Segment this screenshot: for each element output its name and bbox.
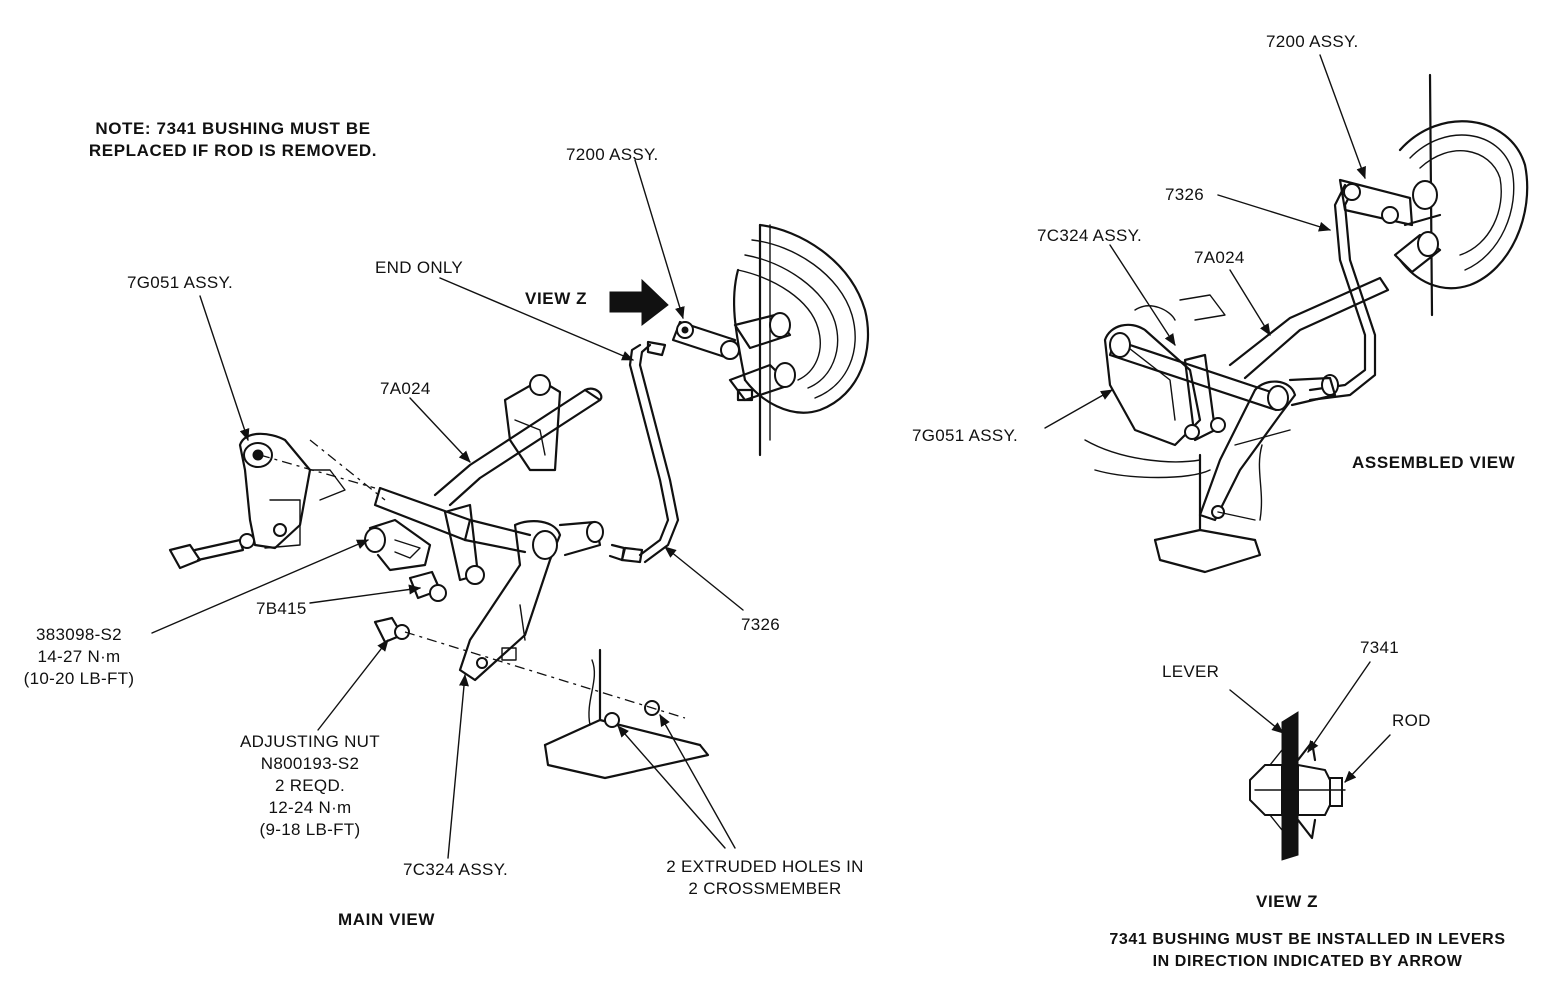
- label-7c324-assy: 7C324 ASSY.: [403, 860, 509, 879]
- crossmember: [543, 648, 710, 780]
- lever-7c324: [458, 520, 604, 682]
- adjusting-nut-line-5: (9-18 LB-FT): [259, 820, 361, 839]
- adjusting-nut-line-3: 2 REQD.: [274, 776, 346, 795]
- view-z-label-rod: ROD: [1392, 711, 1431, 730]
- view-z-label-lever: LEVER: [1162, 662, 1220, 681]
- view-z-arrow-icon: [609, 278, 669, 327]
- view-z-drawing: [1249, 711, 1346, 861]
- adjusting-nut-line-1: ADJUSTING NUT: [240, 732, 380, 751]
- transmission-housing: [728, 223, 870, 457]
- adjusting-nut-line-2: N800193-S2: [260, 754, 360, 773]
- label-end-only: END ONLY: [375, 258, 464, 277]
- view-z-footer-line-1: 7341 BUSHING MUST BE INSTALLED IN LEVERS: [1109, 931, 1506, 948]
- label-extruded-holes: 2 EXTRUDED HOLES IN 2 CROSSMEMBER: [625, 856, 905, 900]
- assembled-crossmember: [1084, 429, 1291, 574]
- centerline: [309, 439, 386, 501]
- note-line-1: NOTE: 7341 BUSHING MUST BE: [95, 119, 371, 138]
- assembled-transmission: [1393, 73, 1529, 317]
- adjusting-nut-part: [373, 616, 410, 644]
- extruded-holes-line-1: 2 EXTRUDED HOLES IN: [666, 857, 864, 876]
- bolt-left: [168, 533, 255, 570]
- centerline: [404, 631, 686, 719]
- view-z-footer: 7341 BUSHING MUST BE INSTALLED IN LEVERS…: [1050, 929, 1565, 973]
- label-view-z-main: VIEW Z: [525, 289, 588, 308]
- label-383098-line-1: 383098-S2: [36, 625, 122, 644]
- label-7326: 7326: [741, 615, 781, 634]
- assembled-label-7g051-assy: 7G051 ASSY.: [912, 426, 1019, 445]
- assembled-view-drawing: [1084, 73, 1529, 574]
- assembled-label-7a024: 7A024: [1194, 248, 1245, 267]
- assembled-7c324: [1183, 353, 1339, 522]
- shaft-7a024: [373, 387, 603, 554]
- upper-link: [671, 320, 740, 360]
- main-view-caption: MAIN VIEW: [338, 910, 436, 929]
- assembled-label-7200-assy: 7200 ASSY.: [1266, 32, 1359, 51]
- label-7a024: 7A024: [380, 379, 431, 398]
- view-z-caption: VIEW Z: [1256, 892, 1319, 911]
- assembled-label-7c324-assy: 7C324 ASSY.: [1037, 226, 1143, 245]
- extruded-holes-line-2: 2 CROSSMEMBER: [688, 879, 842, 898]
- label-7b415: 7B415: [256, 599, 307, 618]
- assembled-7g051: [1103, 294, 1226, 447]
- assembled-view-leaders: [1044, 54, 1366, 429]
- bracket-7g051: [238, 432, 346, 550]
- label-383098-line-3: (10-20 LB-FT): [23, 669, 135, 688]
- assembled-7a024: [1108, 276, 1390, 412]
- label-7200-assy: 7200 ASSY.: [566, 145, 659, 164]
- rod-7326: [608, 340, 680, 564]
- adjusting-nut-line-4: 12-24 N·m: [268, 798, 352, 817]
- lever-assembly: [364, 374, 562, 602]
- centerline: [259, 454, 376, 489]
- main-view-drawing: [168, 223, 870, 780]
- note-text: NOTE: 7341 BUSHING MUST BE REPLACED IF R…: [58, 118, 408, 162]
- assembled-view-caption: ASSEMBLED VIEW: [1352, 453, 1516, 472]
- view-z-leaders: [1229, 661, 1391, 783]
- view-z-label-7341: 7341: [1360, 638, 1400, 657]
- label-7g051-assy: 7G051 ASSY.: [127, 273, 234, 292]
- label-383098-line-2: 14-27 N·m: [37, 647, 121, 666]
- label-adjusting-nut: ADJUSTING NUT N800193-S2 2 REQD. 12-24 N…: [210, 731, 410, 841]
- label-383098-s2: 383098-S2 14-27 N·m (10-20 LB-FT): [4, 624, 154, 690]
- view-z-footer-line-2: IN DIRECTION INDICATED BY ARROW: [1152, 953, 1463, 970]
- assembled-label-7326: 7326: [1165, 185, 1205, 204]
- note-line-2: REPLACED IF ROD IS REMOVED.: [88, 141, 378, 160]
- assembled-rod-7326: [1308, 178, 1414, 402]
- main-view-leaders: [151, 159, 744, 859]
